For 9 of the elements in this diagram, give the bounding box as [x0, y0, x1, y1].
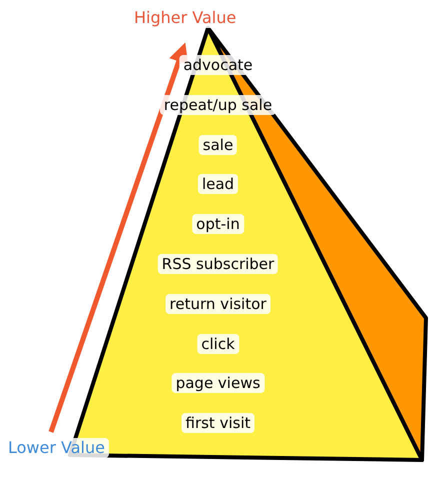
level-label: sale — [198, 134, 238, 155]
level-label: repeat/up sale — [160, 94, 276, 115]
level-label: return visitor — [166, 294, 270, 314]
level-label: page views — [172, 373, 264, 394]
level-label: RSS subscriber — [158, 254, 278, 274]
level-label: opt-in — [192, 214, 244, 234]
level-label: lead — [198, 174, 238, 194]
level-label: first visit — [182, 413, 254, 434]
level-label: click — [197, 334, 239, 354]
